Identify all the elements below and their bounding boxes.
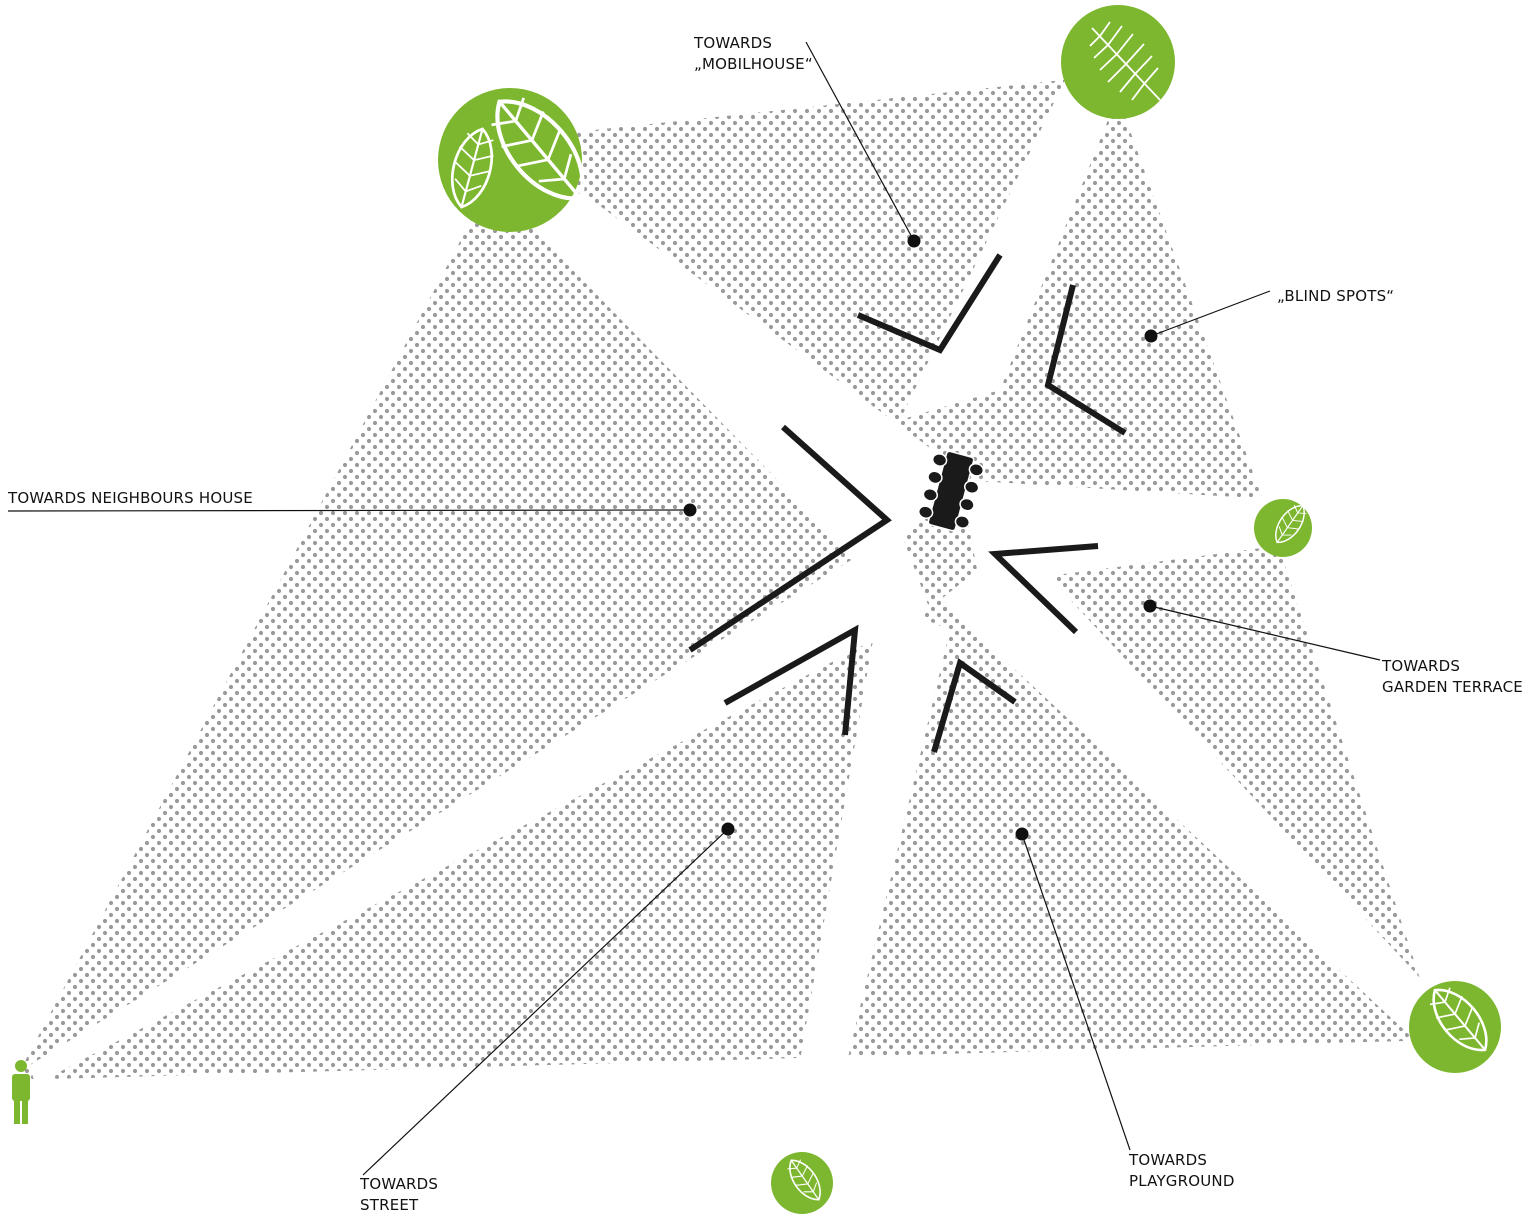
wall-right bbox=[988, 543, 1099, 635]
corridor-garden bbox=[960, 480, 1285, 585]
leaders bbox=[7, 41, 1381, 1176]
visible-area bbox=[15, 75, 1440, 1080]
wall-left bbox=[688, 424, 892, 653]
marker-blind-spots bbox=[1144, 329, 1158, 343]
leader-neighbours bbox=[7, 509, 691, 512]
leader-street bbox=[362, 828, 729, 1176]
marker-neighbours bbox=[683, 503, 697, 517]
label-street: TOWARDS STREET bbox=[360, 1175, 439, 1214]
tree-bottom-small-icon bbox=[771, 1152, 833, 1214]
corridor-terrace-tree bbox=[940, 540, 1445, 1040]
wall-top-right bbox=[1044, 284, 1127, 436]
tree-top-left-icon bbox=[438, 84, 602, 232]
person-icon bbox=[12, 1060, 30, 1124]
marker-playground bbox=[1015, 827, 1029, 841]
marker-mobilhouse bbox=[907, 234, 921, 248]
label-playground: TOWARDS PLAYGROUND bbox=[1129, 1151, 1235, 1190]
markers bbox=[683, 234, 1158, 841]
walls bbox=[688, 253, 1127, 753]
marker-street bbox=[721, 822, 735, 836]
corridor-street-person bbox=[30, 530, 930, 1085]
marker-garden bbox=[1143, 599, 1157, 613]
label-blind-spots: „BLIND SPOTS“ bbox=[1277, 287, 1395, 305]
leader-blind-spots bbox=[1150, 290, 1271, 337]
wall-top-left bbox=[856, 253, 1003, 354]
leader-playground bbox=[1021, 833, 1131, 1151]
tree-right-small-icon bbox=[1254, 499, 1312, 557]
label-neighbours: TOWARDS NEIGHBOURS HOUSE bbox=[8, 489, 253, 507]
dining-table-icon bbox=[917, 450, 985, 532]
label-mobilhouse: TOWARDS „MOBILHOUSE“ bbox=[694, 34, 813, 73]
leader-mobilhouse bbox=[805, 41, 915, 242]
corridor-playground-tree bbox=[780, 600, 950, 1175]
label-garden: TOWARDS GARDEN TERRACE bbox=[1382, 657, 1523, 696]
tree-bottom-right-icon bbox=[1409, 977, 1501, 1073]
wall-bottom-left bbox=[723, 624, 859, 736]
tree-top-right-icon bbox=[1061, 5, 1175, 119]
wall-bottom-right bbox=[931, 658, 1017, 753]
leader-garden bbox=[1149, 605, 1381, 661]
